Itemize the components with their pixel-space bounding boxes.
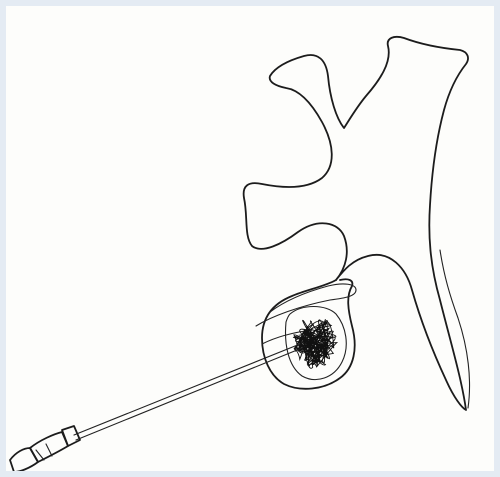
ureter-inner-line <box>440 250 470 408</box>
needle-shaft <box>74 344 300 435</box>
collecting-system-outline <box>244 37 468 410</box>
illustration-frame <box>6 6 494 471</box>
needle-shaft-edge <box>76 348 302 440</box>
needle-hub <box>10 426 80 471</box>
line-drawing <box>6 6 494 471</box>
